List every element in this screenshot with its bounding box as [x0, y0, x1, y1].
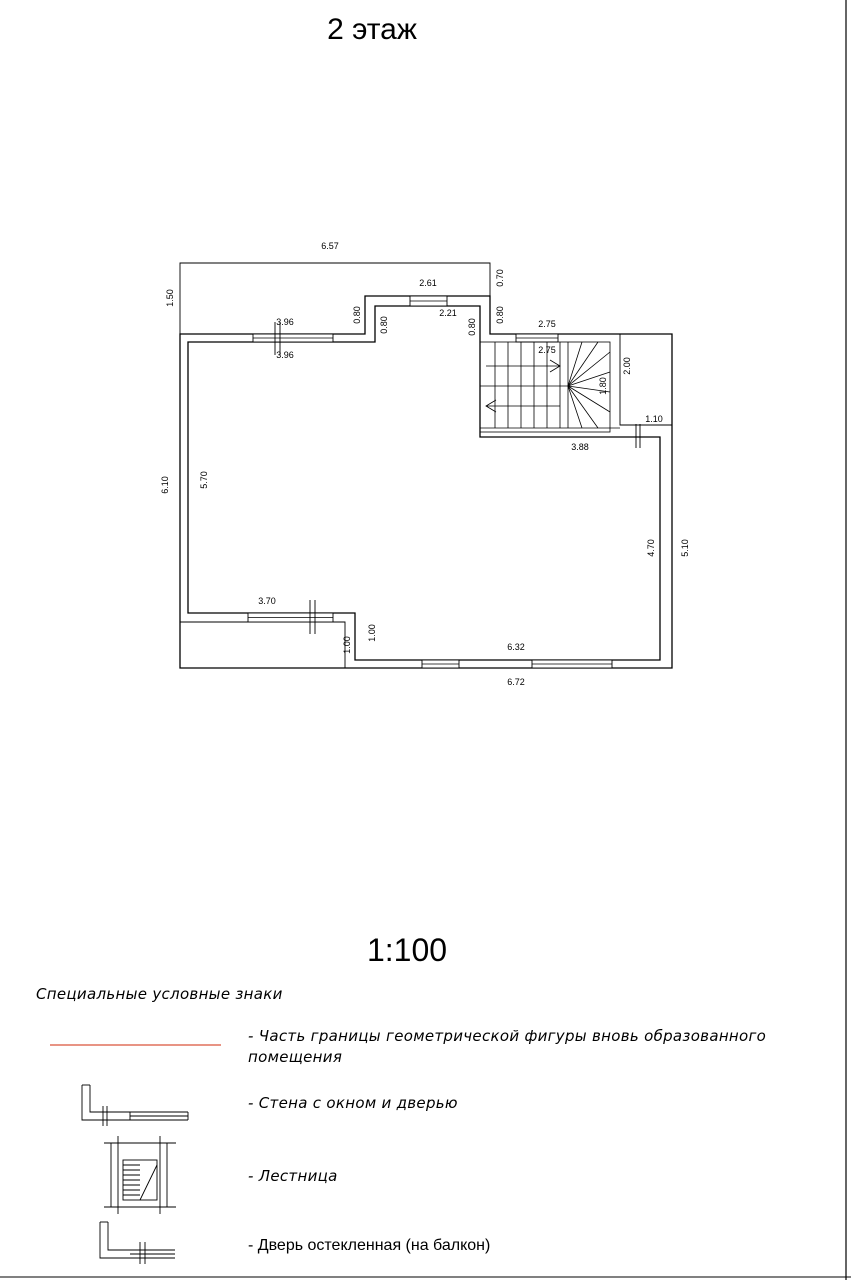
dim-notch-left-inner: 0.80 — [379, 316, 389, 334]
dim-notch-left-outer: 0.80 — [352, 306, 362, 324]
windows — [247, 295, 613, 669]
legend-item-1-line2: помещения — [248, 1048, 342, 1066]
dim-notch-right-outer: 0.80 — [495, 306, 505, 324]
dim-bottom-inner: 6.32 — [507, 642, 525, 652]
inner-wall — [187, 305, 661, 661]
dim-stair-top-outer: 2.75 — [538, 319, 556, 329]
right-balcony — [619, 334, 672, 426]
legend-item-3: - Лестница — [248, 1167, 338, 1185]
scale-label: 1:100 — [367, 932, 447, 968]
floor-plan: 6.57 1.50 0.70 3.96 3.96 0.80 0.80 2.61 … — [160, 241, 690, 687]
dim-notch-top-inner: 2.21 — [439, 308, 457, 318]
dim-stair-top-inner: 2.75 — [538, 345, 556, 355]
bottom-left-balcony — [180, 621, 346, 668]
outer-wall — [179, 295, 673, 669]
dim-stair-bottom: 3.88 — [571, 442, 589, 452]
legend-item-4: - Дверь остекленная (на балкон) — [248, 1237, 490, 1254]
dim-bottom-left-step-outer: 1.00 — [342, 636, 352, 654]
dim-window-top-left-inner: 3.96 — [276, 350, 294, 360]
dim-bottom-left-step-inner: 1.00 — [367, 624, 377, 642]
legend-item-2: - Стена с окном и дверью — [248, 1094, 458, 1112]
dim-notch-top-outer: 2.61 — [419, 278, 437, 288]
dim-top-balcony-width: 6.57 — [321, 241, 339, 251]
dim-notch-right-inner: 0.80 — [467, 318, 477, 336]
dim-right-step: 1.10 — [645, 414, 663, 424]
dim-left-inner: 5.70 — [199, 471, 209, 489]
staircase — [479, 341, 620, 433]
doors — [274, 322, 641, 634]
legend-heading: Специальные условные знаки — [36, 985, 283, 1003]
dim-bottom-outer: 6.72 — [507, 677, 525, 687]
dim-stair-height: 1.80 — [598, 377, 608, 395]
dimension-labels: 6.57 1.50 0.70 3.96 3.96 0.80 0.80 2.61 … — [160, 241, 690, 687]
dim-bottom-left-window: 3.70 — [258, 596, 276, 606]
dim-right-outer: 5.10 — [680, 539, 690, 557]
glazed-door-symbol — [99, 1221, 175, 1264]
dim-left-outer: 6.10 — [160, 476, 170, 494]
dim-window-top-left-outer: 3.96 — [276, 317, 294, 327]
staircase-symbol — [104, 1136, 176, 1214]
dim-right-inner: 4.70 — [646, 539, 656, 557]
dim-notch-depth-right: 0.70 — [495, 269, 505, 287]
page-title: 2 этаж — [327, 13, 417, 46]
dim-right-balcony-depth: 2.00 — [622, 357, 632, 375]
legend: Специальные условные знаки - Часть грани… — [36, 985, 766, 1264]
legend-item-1-line1: - Часть границы геометрической фигуры вн… — [248, 1027, 766, 1045]
dim-top-balcony-depth: 1.50 — [165, 289, 175, 307]
wall-window-door-symbol — [81, 1084, 189, 1126]
